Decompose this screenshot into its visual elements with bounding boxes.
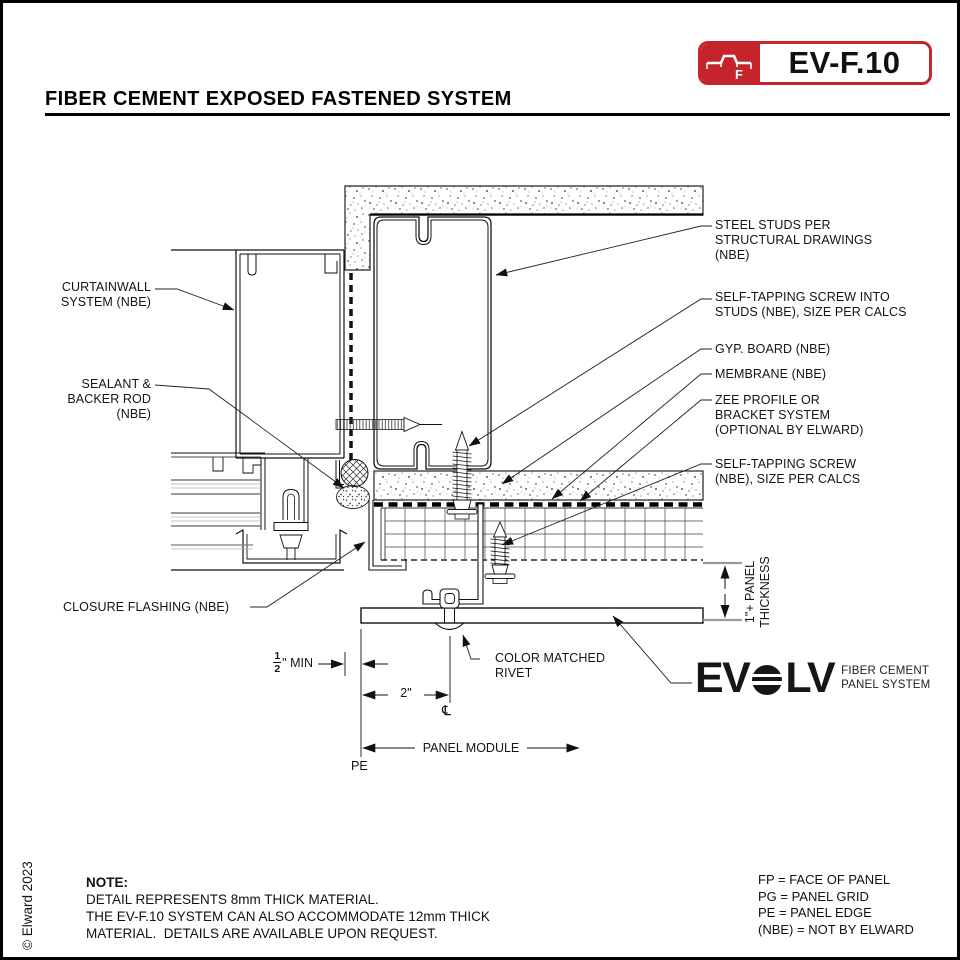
glazing-units <box>171 479 261 550</box>
legend-item-pe: PE = PANEL EDGE <box>758 905 872 920</box>
callout-steel-studs: STEEL STUDS PER STRUCTURAL DRAWINGS (NBE… <box>715 218 873 262</box>
steel-stud <box>373 216 492 470</box>
abbreviation-legend: FP = FACE OF PANEL PG = PANEL GRID PE = … <box>758 872 914 938</box>
insulation-grid <box>380 507 703 561</box>
fiber-cement-panel <box>360 607 704 624</box>
evolv-logo: EV LV FIBER CEMENT PANEL SYSTEM <box>695 654 931 702</box>
callout-closure-flashing: CLOSURE FLASHING (NBE) <box>63 600 230 614</box>
dim-panel-module: PANEL MODULE <box>420 741 522 756</box>
callout-self-tapping-screw: SELF-TAPPING SCREW (NBE), SIZE PER CALCS <box>715 457 861 486</box>
panel-clip-icon: F <box>706 54 752 82</box>
dim-two-inch: 2" <box>388 686 424 701</box>
sealant-backer-rod <box>336 459 370 509</box>
callout-curtainwall: CURTAINWALL SYSTEM (NBE) <box>60 280 151 309</box>
wordmark-ev: EV <box>695 654 751 702</box>
callout-membrane: MEMBRANE (NBE) <box>715 367 827 381</box>
brand-tagline: FIBER CEMENT PANEL SYSTEM <box>841 665 931 691</box>
wordmark-lv: LV <box>785 654 835 702</box>
note-heading: NOTE: <box>86 875 128 890</box>
page-title: FIBER CEMENT EXPOSED FASTENED SYSTEM <box>45 88 512 110</box>
callout-gyp-board: GYP. BOARD (NBE) <box>715 342 831 356</box>
leader-lines <box>154 225 712 684</box>
callout-sealant-backer-rod: SEALANT & BACKER ROD (NBE) <box>67 377 151 421</box>
half-min-suffix: " MIN <box>282 655 313 670</box>
detail-code-badge: F EV-F.10 <box>698 41 932 85</box>
dim-half-inch-min: 1 2 " MIN <box>241 651 313 674</box>
self-tapping-screw-lower <box>484 520 516 584</box>
callout-rivet: COLOR MATCHED RIVET <box>495 651 606 680</box>
centerline-symbol: ℄ <box>442 702 451 718</box>
gyp-board-sheathing <box>373 470 704 501</box>
dim-panel-thickness: 1"+ PANEL THICKNESS <box>743 556 772 628</box>
badge-icon-letter: F <box>735 67 743 82</box>
evolv-o-icon <box>752 664 783 695</box>
legend-item-nbe: (NBE) = NOT BY ELWARD <box>758 921 914 937</box>
detail-drawing <box>154 185 742 757</box>
dim-panel-edge: PE <box>351 759 368 773</box>
note-block: NOTE: DETAIL REPRESENTS 8mm THICK MATERI… <box>86 874 490 942</box>
rivet <box>434 588 465 631</box>
zee-profile <box>422 503 484 605</box>
stud-anchor <box>335 416 442 433</box>
note-body: DETAIL REPRESENTS 8mm THICK MATERIAL. TH… <box>86 892 490 941</box>
half-fraction: 1 2 <box>273 650 282 675</box>
curtainwall-mullion <box>171 249 348 571</box>
self-tapping-screw-upper <box>446 430 478 520</box>
legend-item-pg: PG = PANEL GRID <box>758 888 869 904</box>
callout-zee-profile: ZEE PROFILE OR BRACKET SYSTEM (OPTIONAL … <box>715 393 864 437</box>
callout-screw-into-studs: SELF-TAPPING SCREW INTO STUDS (NBE), SIZ… <box>715 290 907 319</box>
badge-logo-panel: F <box>701 44 760 82</box>
detail-code: EV-F.10 <box>788 44 901 80</box>
legend-item-fp: FP = FACE OF PANEL <box>758 872 891 887</box>
title-rule <box>45 113 950 116</box>
copyright-text: © Elward 2023 <box>20 861 35 950</box>
